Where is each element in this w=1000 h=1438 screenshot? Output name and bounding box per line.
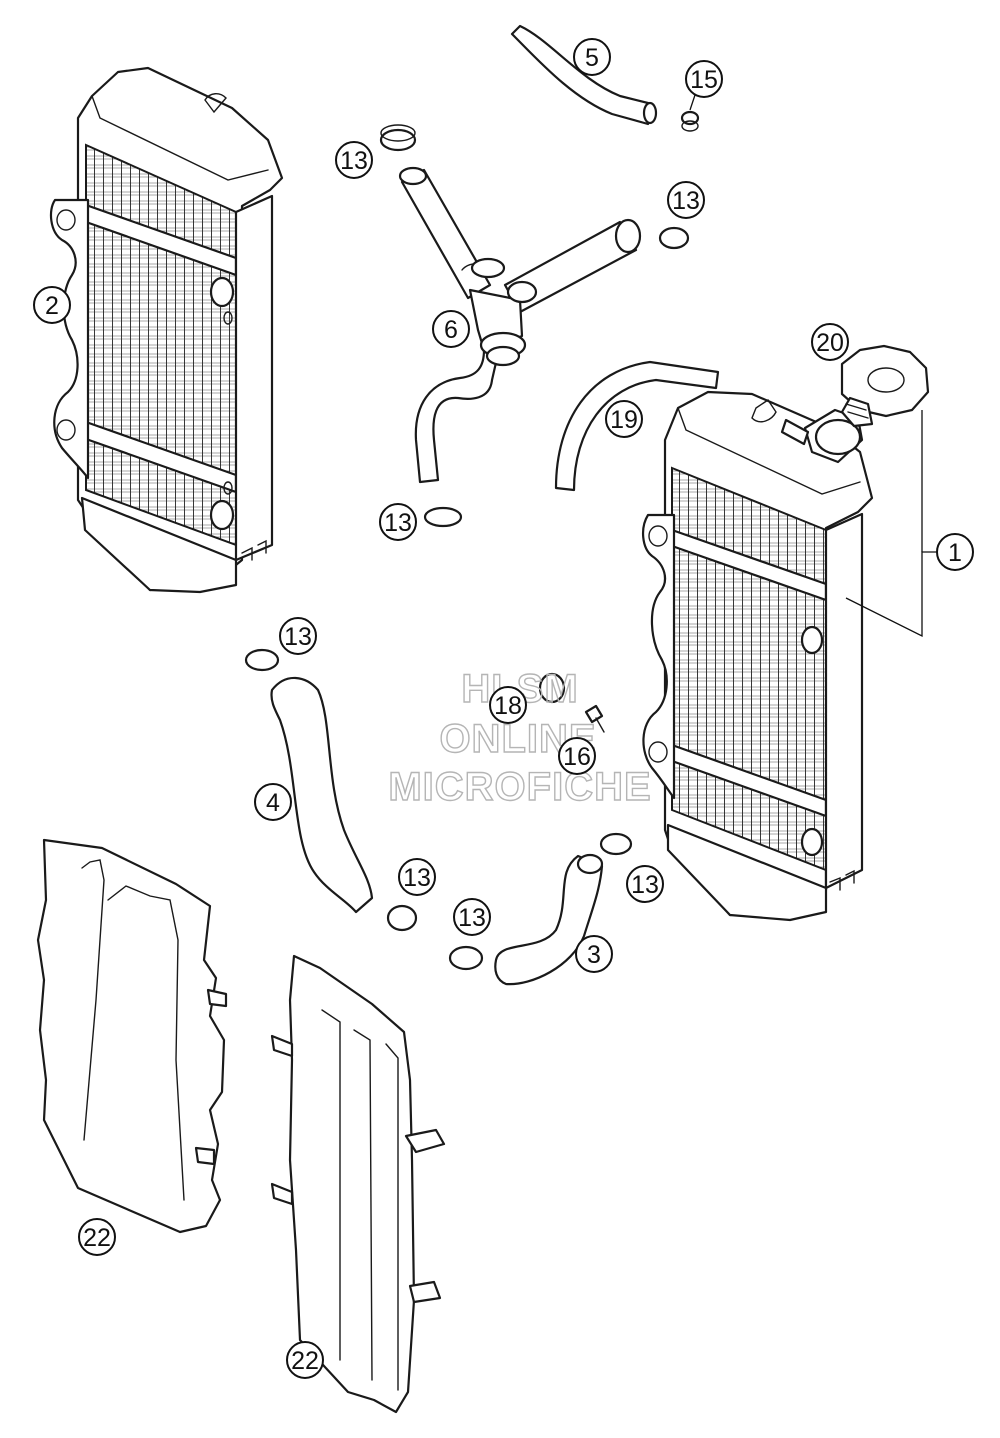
callout-3[interactable]: 3: [575, 935, 613, 973]
callout-1[interactable]: 1: [936, 533, 974, 571]
callout-6[interactable]: 6: [432, 310, 470, 348]
callout-4[interactable]: 4: [254, 783, 292, 821]
callout-16-label: 16: [563, 743, 591, 771]
callout-13-hose4[interactable]: 13: [279, 617, 317, 655]
callout-13-top-left[interactable]: 13: [335, 141, 373, 179]
watermark: HLSM ONLINE MICROFICHE: [388, 666, 652, 809]
callout-22-label: 22: [291, 1347, 319, 1375]
callout-13-lower-b[interactable]: 13: [453, 898, 491, 936]
y-hose[interactable]: [398, 166, 642, 484]
radiator-guard-right[interactable]: [270, 954, 446, 1414]
hose-clamps[interactable]: [244, 124, 690, 971]
watermark-line3: MICROFICHE: [388, 765, 651, 809]
callout-13-lower-a[interactable]: 13: [398, 858, 436, 896]
callout-20[interactable]: 20: [811, 323, 849, 361]
callout-22-right[interactable]: 22: [286, 1341, 324, 1379]
callout-18[interactable]: 18: [489, 686, 527, 724]
callout-13-label: 13: [340, 147, 368, 175]
left-radiator[interactable]: [49, 66, 284, 594]
callout-22-label: 22: [83, 1224, 111, 1252]
callout-16[interactable]: 16: [558, 737, 596, 775]
callout-18-label: 18: [494, 692, 522, 720]
callout-5-label: 5: [585, 44, 599, 72]
hose-3[interactable]: [494, 854, 604, 986]
callout-13-label: 13: [672, 187, 700, 215]
callout-5[interactable]: 5: [573, 38, 611, 76]
callout-4-label: 4: [266, 789, 280, 817]
callout-20-label: 20: [816, 329, 844, 357]
fitting-16-18[interactable]: [538, 672, 605, 733]
radiator-cap[interactable]: [840, 344, 930, 428]
callout-15[interactable]: 15: [685, 60, 723, 98]
callout-13-mid[interactable]: 13: [379, 503, 417, 541]
callout-2[interactable]: 2: [33, 286, 71, 324]
callout-6-label: 6: [444, 316, 458, 344]
callout-22-left[interactable]: 22: [78, 1218, 116, 1256]
callout-2-label: 2: [45, 292, 59, 320]
callout-13-label: 13: [284, 623, 312, 651]
overflow-hose[interactable]: [554, 360, 720, 492]
hose-5[interactable]: [510, 24, 654, 126]
callout-3-label: 3: [587, 941, 601, 969]
right-radiator[interactable]: [642, 390, 874, 922]
hose-4[interactable]: [270, 676, 374, 914]
callout-15-label: 15: [690, 66, 718, 94]
callout-13-label: 13: [631, 871, 659, 899]
callout-13-lower-c[interactable]: 13: [626, 865, 664, 903]
callout-13-top-right[interactable]: 13: [667, 181, 705, 219]
callout-13-label: 13: [384, 509, 412, 537]
callout-19-label: 19: [610, 406, 638, 434]
callout-13-label: 13: [458, 904, 486, 932]
radiator-guard-left[interactable]: [36, 838, 228, 1234]
callout-13-label: 13: [403, 864, 431, 892]
callout-19[interactable]: 19: [605, 400, 643, 438]
callout-1-label: 1: [948, 539, 962, 567]
clip-15[interactable]: [680, 110, 700, 132]
